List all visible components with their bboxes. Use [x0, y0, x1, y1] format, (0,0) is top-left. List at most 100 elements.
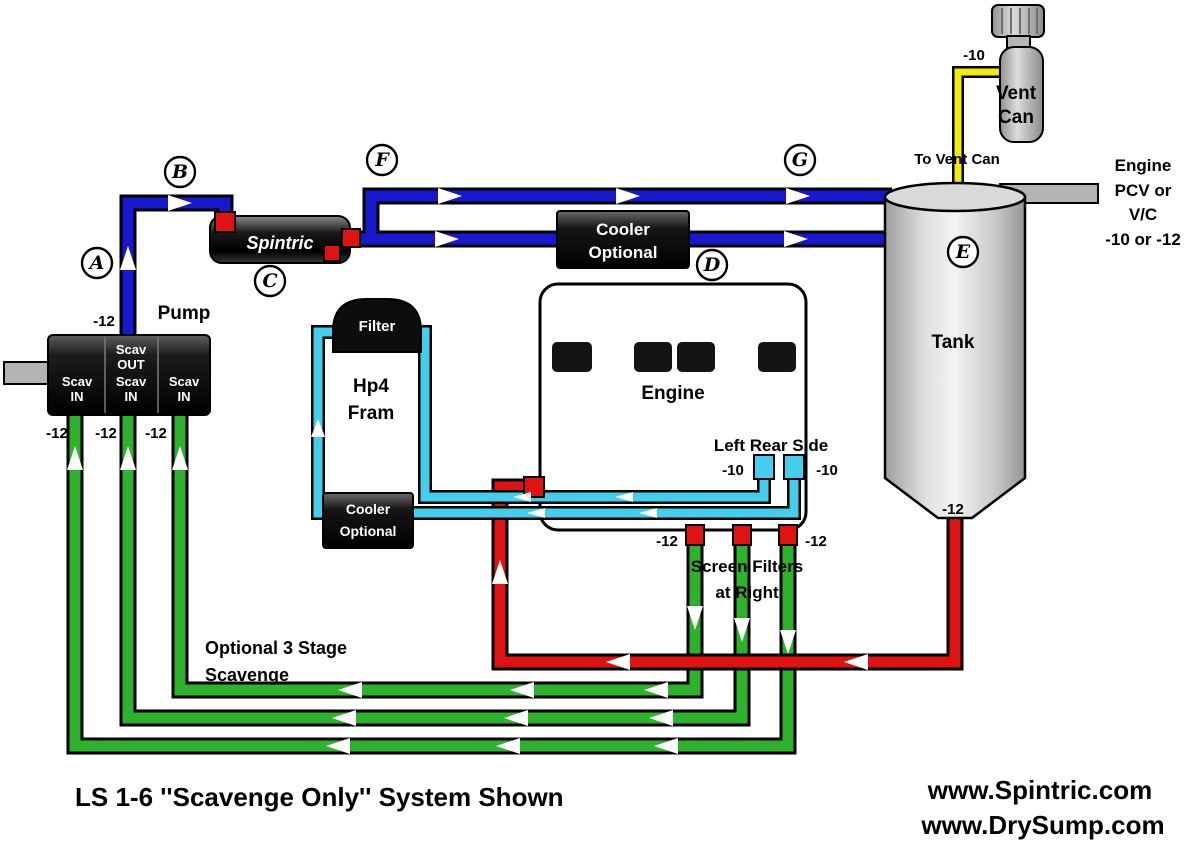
flow-arrow-up: [311, 419, 325, 437]
flow-arrows: [67, 188, 868, 754]
pump-inlet-size-1: -12: [46, 425, 68, 442]
fitting-pan-2: [732, 524, 752, 546]
flow-arrow-left: [654, 738, 678, 754]
vent-can-body: [999, 46, 1044, 143]
flow-arrow-left: [513, 492, 531, 502]
marker-circle-a: [80, 246, 114, 280]
marker-circle-b: [163, 155, 197, 189]
pump-section-dividers: [104, 337, 159, 413]
filter-label: Filter: [359, 318, 396, 335]
marker-letter-c: C: [262, 270, 277, 292]
rear-left-size-label: -10: [722, 462, 744, 479]
engine-port: [552, 342, 592, 372]
labels: -10 Vent Can To Vent Can Engine PCV or V…: [46, 47, 1181, 840]
pcv-label-line4: -10 or -12: [1105, 230, 1181, 249]
pan-right-size-label: -12: [805, 533, 827, 550]
optional-3stage-label-line1: Optional 3 Stage: [205, 638, 347, 658]
fitting-spintric-outlet-lower: [323, 244, 341, 262]
cooler-main-label-line2: Optional: [589, 243, 658, 262]
marker-circle-c: [253, 264, 287, 298]
marker-letter-g: G: [792, 149, 808, 171]
marker-circle-g: [783, 143, 817, 177]
cooler-aux-label-line1: Cooler: [346, 501, 391, 517]
flow-arrow-left: [338, 682, 362, 698]
pump-mid-port-line4: IN: [125, 389, 138, 404]
pump-outlet-size-label: -12: [93, 313, 115, 330]
fitting-left-rear-1: [753, 454, 775, 480]
flow-arrow-down: [687, 606, 703, 630]
fitting-engine-feed: [523, 476, 545, 498]
marker-letter-e: E: [955, 241, 971, 263]
fitting-spintric-inlet: [214, 211, 236, 233]
vent-line-outline: [952, 66, 1000, 194]
flow-arrow-up: [172, 446, 188, 470]
footer-site-2: www.DrySump.com: [920, 810, 1164, 840]
vent-pipe-size-label: -10: [963, 47, 985, 64]
optional-3stage-label-line2: Scavenge: [205, 665, 289, 685]
flow-arrow-left: [504, 710, 528, 726]
engine-port: [758, 342, 796, 372]
engine-block: [538, 282, 808, 532]
pump-left-port-line2: IN: [71, 389, 84, 404]
pump-label: Pump: [158, 303, 211, 324]
pcv-label-line1: Engine: [1115, 156, 1172, 175]
tank-feed-line: [494, 481, 961, 668]
flow-arrow-left: [326, 738, 350, 754]
vent-line: [954, 68, 1000, 194]
engine-label: Engine: [641, 383, 704, 404]
marker-letter-f: F: [374, 149, 390, 171]
marker-circle-f: [365, 143, 399, 177]
pump-mid-port-line1: Scav: [116, 342, 147, 357]
pump-inlet-size-3: -12: [145, 425, 167, 442]
filter-brand-line2: Fram: [348, 403, 394, 424]
marker-circle-e: [946, 235, 980, 269]
flow-arrow-left: [615, 492, 633, 502]
marker-circle-d: [695, 248, 729, 282]
pan-left-size-label: -12: [656, 533, 678, 550]
fitting-pan-1: [685, 524, 705, 546]
spintric-label: Spintric: [246, 233, 313, 253]
cooler-aux-body: [322, 492, 414, 549]
flow-arrow-right: [616, 188, 640, 204]
pump-body: [47, 334, 211, 416]
flow-arrow-left: [332, 710, 356, 726]
marker-letter-a: A: [88, 252, 105, 274]
pcv-label-line3: V/C: [1129, 205, 1157, 224]
pump-right-port-line2: IN: [178, 389, 191, 404]
flow-arrow-right: [438, 188, 462, 204]
tank-label: Tank: [932, 332, 975, 353]
flow-arrow-right: [786, 188, 810, 204]
pump-mid-port-line2: OUT: [117, 357, 145, 372]
vent-can-cap-ridges: [1001, 8, 1038, 34]
filter-brand-line1: Hp4: [353, 376, 389, 397]
screen-filters-label-line2: at Right: [715, 583, 779, 602]
cooler-main-label-line1: Cooler: [596, 220, 650, 239]
flow-arrow-down: [780, 630, 796, 654]
flow-arrow-left: [644, 682, 668, 698]
spintric-air-line: [365, 190, 892, 239]
vent-can: [991, 4, 1045, 143]
tank-bottom-size-label: -12: [942, 501, 964, 518]
fitting-left-rear-2: [783, 454, 805, 480]
left-rear-side-label: Left Rear Side: [714, 436, 828, 455]
flow-arrow-up: [120, 246, 136, 270]
flow-arrow-right: [784, 231, 808, 247]
vent-can-label-line2: Can: [998, 107, 1034, 128]
pump-left-port-line1: Scav: [62, 374, 93, 389]
footer-site-1: www.Spintric.com: [927, 775, 1152, 805]
flow-arrow-left: [639, 508, 657, 518]
flow-arrow-up: [67, 446, 83, 470]
tank-top: [883, 181, 1027, 213]
flow-arrow-up: [120, 446, 136, 470]
filter-body: [332, 298, 422, 353]
flow-arrow-left: [844, 654, 868, 670]
flow-arrow-left: [606, 654, 630, 670]
flow-arrow-left: [510, 682, 534, 698]
flow-arrow-up: [492, 560, 508, 584]
marker-letter-d: D: [703, 254, 721, 276]
engine-port: [677, 342, 715, 372]
screen-filters-label-line1: Screen Filters: [691, 557, 803, 576]
rear-right-size-label: -10: [816, 462, 838, 479]
diagram-title: LS 1-6 ''Scavenge Only'' System Shown: [75, 782, 564, 812]
marker-letter-b: B: [171, 161, 188, 183]
